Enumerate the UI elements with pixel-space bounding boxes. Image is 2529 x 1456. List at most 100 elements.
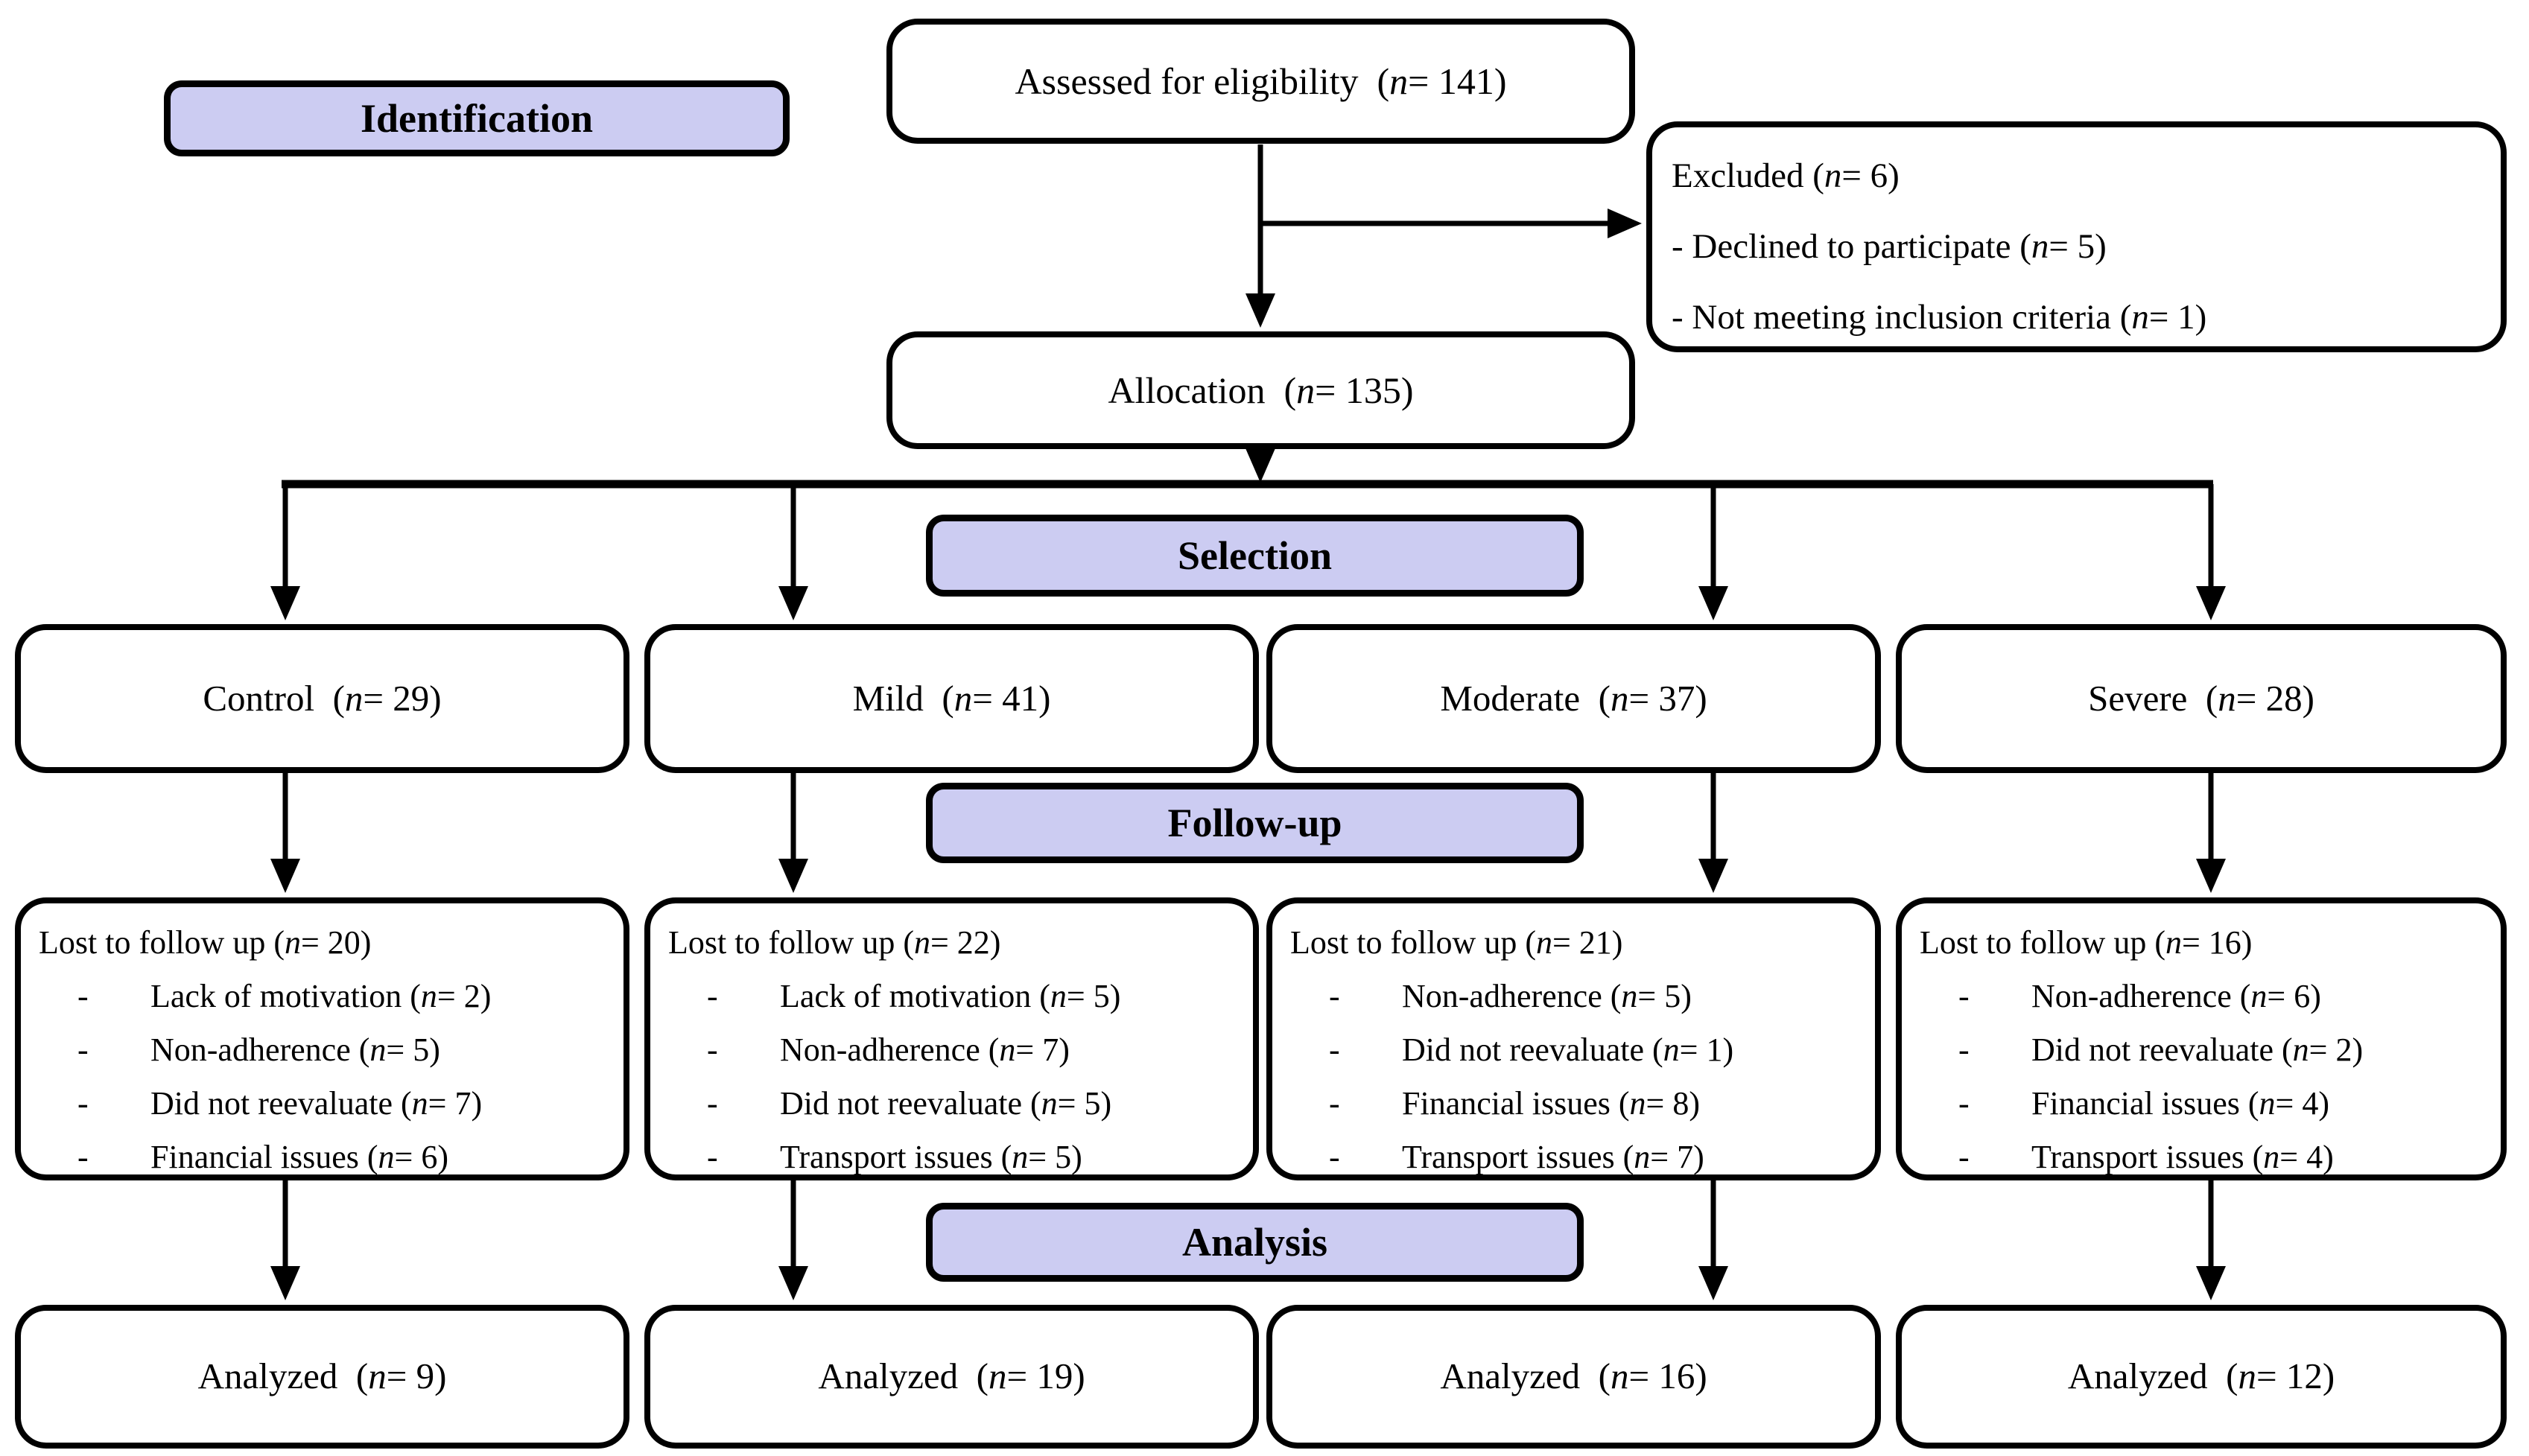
bullet: -: [707, 1085, 718, 1122]
bullet: -: [1672, 298, 1684, 337]
lost-reason-n: (n= 8): [1618, 1085, 1700, 1122]
group-text: Severe (n= 28): [2088, 677, 2314, 721]
lost-reason: -Non-adherence (n= 6): [1920, 970, 2493, 1023]
lost-reason-label: Transport issues: [1402, 1139, 1615, 1175]
analyzed-label: Analyzed: [2067, 1355, 2208, 1397]
analyzed-text: Analyzed (n= 16): [1440, 1355, 1707, 1399]
assessed-n: (n= 141): [1377, 60, 1507, 102]
assessed-text: Assessed for eligibility (n= 141): [1015, 59, 1506, 104]
group-n: (n= 28): [2205, 677, 2314, 719]
bullet: -: [1958, 1139, 1970, 1175]
lost-reason: - Did not reevaluate (n= 5): [668, 1077, 1246, 1131]
lost-reason: -Did not reevaluate (n= 1): [1290, 1023, 1868, 1077]
group-box-control: Control (n= 29): [15, 624, 629, 773]
lost-reason-text: Did not reevaluate (n= 1): [1402, 1023, 1733, 1077]
lost-reason-n: (n= 2): [2281, 1031, 2364, 1068]
lost-reason-n: (n= 2): [410, 978, 492, 1014]
stage-analysis: Analysis: [926, 1203, 1584, 1282]
lost-title: Lost to follow up (n= 16): [1920, 915, 2493, 970]
lost-reason: - Financial issues (n= 8): [1290, 1077, 1868, 1131]
lost-reason-n: (n= 7): [1622, 1139, 1704, 1175]
lost-reason-n: (n= 5): [1610, 978, 1692, 1014]
lost-label: Lost to follow up: [39, 924, 266, 961]
lost-reason-label: Transport issues: [2031, 1139, 2244, 1175]
lost-reason-label: Non-adherence: [150, 1031, 351, 1068]
lost-reason-text: Did not reevaluate (n= 2): [2031, 1023, 2363, 1077]
analyzed-box-control: Analyzed (n= 9): [15, 1305, 629, 1449]
excluded-reason-label: Not meeting inclusion criteria: [1692, 298, 2111, 337]
analyzed-text: Analyzed (n= 12): [2068, 1355, 2335, 1399]
bullet: -: [77, 1085, 89, 1122]
lost-reason-n: (n= 4): [2247, 1085, 2329, 1122]
lost-reason: -Lack of motivation (n= 2): [39, 970, 616, 1023]
stage-identification: Identification: [164, 80, 790, 156]
analyzed-n: (n= 16): [1598, 1355, 1707, 1397]
lost-reason-label: Non-adherence: [780, 1031, 980, 1068]
analyzed-box-mild: Analyzed (n= 19): [644, 1305, 1259, 1449]
lost-reason: - Non-adherence (n= 5): [1290, 970, 1868, 1023]
group-label: Control: [203, 677, 315, 719]
lost-reason-label: Lack of motivation: [150, 978, 402, 1014]
stage-selection-label: Selection: [1178, 533, 1332, 578]
excluded-title: Excluded (n= 6): [1672, 141, 2487, 212]
lost-reason-text: Financial issues (n= 6): [150, 1131, 448, 1184]
lost-reason-n: (n= 5): [1039, 978, 1121, 1014]
lost-reason-text: Transport issues (n= 4): [2031, 1131, 2334, 1184]
lost-reason-n: (n= 5): [1029, 1085, 1112, 1122]
analyzed-box-moderate: Analyzed (n= 16): [1266, 1305, 1881, 1449]
group-n: (n= 41): [942, 677, 1051, 719]
allocation-box: Allocation (n= 135): [886, 331, 1635, 449]
lost-reason-text: Transport issues (n= 7): [1402, 1131, 1704, 1184]
group-text: Mild (n= 41): [853, 677, 1051, 721]
group-box-severe: Severe (n= 28): [1896, 624, 2507, 773]
group-label: Moderate: [1440, 677, 1581, 719]
excluded-reason: - Declined to participate (n= 5): [1672, 212, 2487, 282]
lost-reason-label: Financial issues: [1402, 1085, 1611, 1122]
lost-n: (n= 21): [1525, 924, 1623, 961]
lost-reason: - Transport issues (n= 4): [1920, 1131, 2493, 1184]
stage-identification-label: Identification: [360, 96, 593, 141]
lost-reason-n: (n= 4): [2252, 1139, 2334, 1175]
lost-box-moderate: Lost to follow up (n= 21) - Non-adherence…: [1266, 897, 1881, 1180]
group-box-mild: Mild (n= 41): [644, 624, 1259, 773]
bullet: -: [77, 1139, 89, 1175]
lost-reason-text: Non-adherence (n= 5): [1402, 970, 1692, 1023]
group-box-moderate: Moderate (n= 37): [1266, 624, 1881, 773]
lost-reason-text: Transport issues (n= 5): [780, 1131, 1082, 1184]
lost-reason: -Did not reevaluate (n= 2): [1920, 1023, 2493, 1077]
allocation-label: Allocation: [1108, 369, 1266, 411]
lost-reason-text: Financial issues (n= 4): [2031, 1077, 2329, 1131]
bullet: -: [707, 1031, 718, 1068]
assessed-label: Assessed for eligibility: [1015, 60, 1359, 102]
lost-reason-label: Financial issues: [150, 1139, 359, 1175]
bullet: -: [1958, 1085, 1970, 1122]
lost-reason-n: (n= 5): [358, 1031, 440, 1068]
lost-title: Lost to follow up (n= 21): [1290, 915, 1868, 970]
lost-box-mild: Lost to follow up (n= 22) -Lack of motiv…: [644, 897, 1259, 1180]
lost-reason-n: (n= 5): [1000, 1139, 1082, 1175]
bullet: -: [1329, 978, 1340, 1014]
bullet: -: [1329, 1085, 1340, 1122]
bullet: -: [1329, 1139, 1340, 1175]
lost-reason-n: (n= 1): [1651, 1031, 1734, 1068]
stage-followup: Follow-up: [926, 783, 1584, 863]
allocation-n: (n= 135): [1283, 369, 1414, 411]
analyzed-n: (n= 19): [976, 1355, 1085, 1397]
stage-selection: Selection: [926, 515, 1584, 597]
lost-reason-text: Did not reevaluate (n= 7): [150, 1077, 482, 1131]
lost-reason: -Non-adherence (n= 7): [668, 1023, 1246, 1077]
stage-followup-label: Follow-up: [1167, 801, 1342, 845]
excluded-reason-n: (n= 5): [2019, 227, 2107, 266]
bullet: -: [1672, 227, 1684, 266]
excluded-reason-label: Declined to participate: [1692, 227, 2011, 266]
lost-reason-text: Non-adherence (n= 6): [2031, 970, 2321, 1023]
analyzed-label: Analyzed: [197, 1355, 338, 1397]
lost-reason: -Transport issues (n= 5): [668, 1131, 1246, 1184]
lost-reason-label: Did not reevaluate: [780, 1085, 1022, 1122]
lost-n: (n= 22): [903, 924, 1001, 961]
group-text: Moderate (n= 37): [1440, 677, 1707, 721]
lost-reason-text: Non-adherence (n= 5): [150, 1023, 440, 1077]
analyzed-box-severe: Analyzed (n= 12): [1896, 1305, 2507, 1449]
